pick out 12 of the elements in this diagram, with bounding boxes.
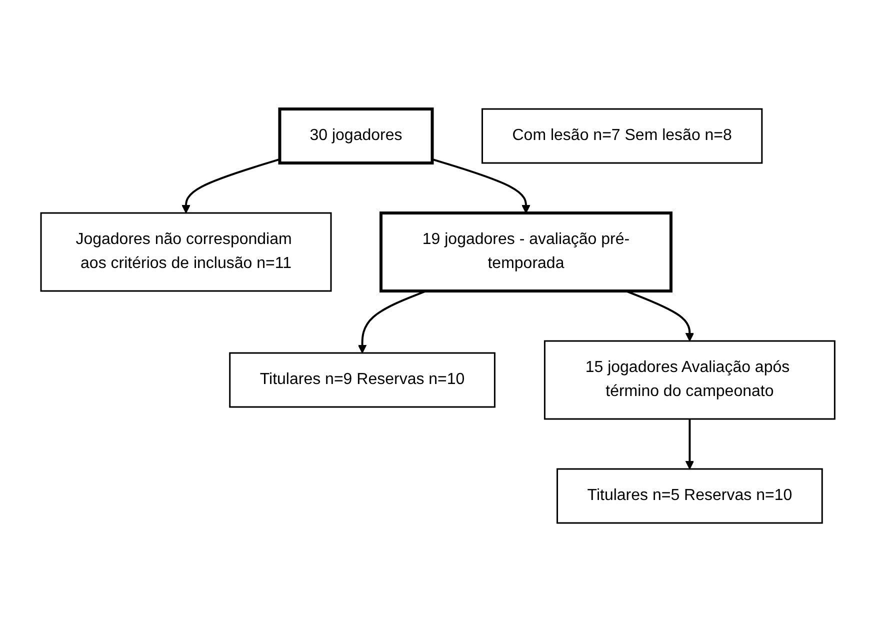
node-box: 30 jogadores	[278, 108, 434, 164]
arrow	[182, 158, 280, 214]
arrow	[685, 419, 694, 470]
node-box: Jogadores não correspondiam aos critérios de inclusão n=11	[40, 212, 332, 292]
node-box: Titulares n=9 Reservas n=10	[229, 352, 496, 408]
node-box: Com lesão n=7 Sem lesão n=8	[482, 108, 763, 164]
arrow	[358, 290, 427, 354]
arrow	[432, 158, 531, 214]
arrow	[626, 290, 694, 342]
node-box: Titulares n=5 Reservas n=10	[556, 468, 824, 524]
node-box: 19 jogadores - avaliação pré-temporada	[380, 212, 673, 292]
node-box: 15 jogadores Avaliação após término do campeonato	[544, 340, 836, 420]
